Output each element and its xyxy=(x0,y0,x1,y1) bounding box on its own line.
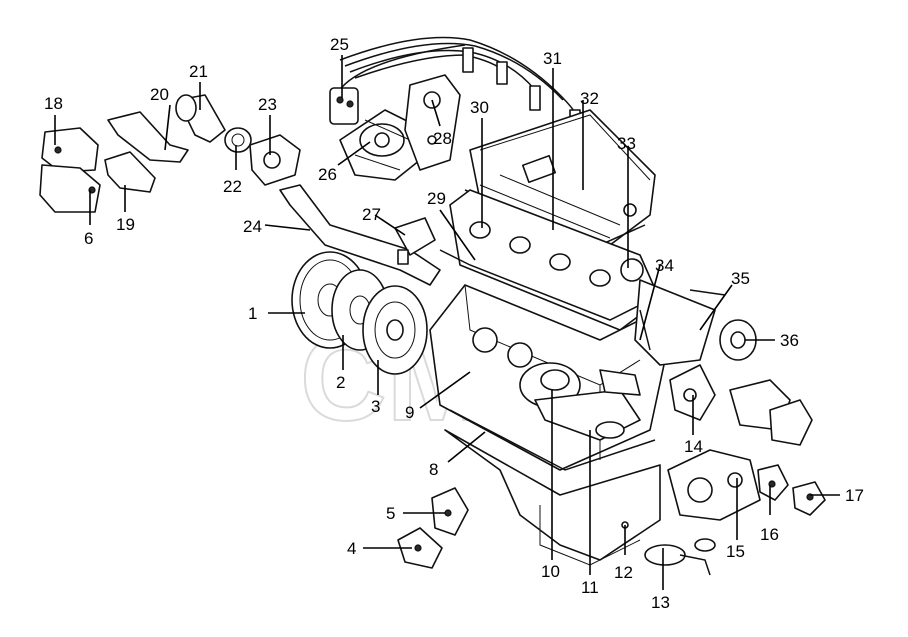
oil-pump[interactable] xyxy=(667,449,761,521)
callout-18: 18 xyxy=(44,94,63,113)
engine-mount-5[interactable] xyxy=(431,487,469,536)
engine-mount-16[interactable] xyxy=(757,464,789,501)
callout-5: 5 xyxy=(386,504,395,523)
callout-16: 16 xyxy=(760,525,779,544)
callout-35: 35 xyxy=(731,269,750,288)
callout-21: 21 xyxy=(189,62,208,81)
callout-23: 23 xyxy=(258,95,277,114)
heat-shield-lower[interactable] xyxy=(39,164,101,213)
distributor[interactable] xyxy=(339,109,421,181)
oil-pan-gasket xyxy=(449,409,656,471)
callout-8: 8 xyxy=(429,460,438,479)
callout-34: 34 xyxy=(655,256,674,275)
callout-26: 26 xyxy=(318,165,337,184)
water-pump[interactable] xyxy=(669,364,716,421)
sensor[interactable] xyxy=(394,217,436,265)
camshaft-pulley[interactable] xyxy=(719,319,757,361)
callout-22: 22 xyxy=(223,177,242,196)
callout-12: 12 xyxy=(614,563,633,582)
callout-2: 2 xyxy=(336,373,345,392)
callout-29: 29 xyxy=(427,189,446,208)
callout-11: 11 xyxy=(581,578,599,597)
callout-4: 4 xyxy=(347,539,356,558)
pressure-plate[interactable] xyxy=(362,285,428,375)
callout-31: 31 xyxy=(543,49,562,68)
callout-17: 17 xyxy=(845,486,864,505)
callout-36: 36 xyxy=(780,331,799,350)
callout-25: 25 xyxy=(330,35,349,54)
heat-shield-upper[interactable] xyxy=(41,127,99,173)
engine-bracket[interactable] xyxy=(107,111,189,163)
callout-13: 13 xyxy=(651,593,670,612)
callout-33: 33 xyxy=(617,134,636,153)
lower-timing-cover[interactable] xyxy=(729,379,813,446)
callout-27: 27 xyxy=(362,205,381,224)
callout-9: 9 xyxy=(405,403,414,422)
callout-28: 28 xyxy=(433,129,452,148)
callout-20: 20 xyxy=(150,85,169,104)
callout-15: 15 xyxy=(726,542,745,561)
callout-32: 32 xyxy=(580,89,599,108)
callout-30: 30 xyxy=(470,98,489,117)
callout-10: 10 xyxy=(541,562,560,581)
thermostat[interactable] xyxy=(224,127,252,153)
callout-14: 14 xyxy=(684,437,703,456)
oil-pump-assembly[interactable] xyxy=(519,362,641,441)
distributor-bracket[interactable] xyxy=(404,74,461,171)
thermostat-housing[interactable] xyxy=(249,134,301,186)
head-gasket[interactable] xyxy=(439,249,641,321)
callout-6: 6 xyxy=(84,229,93,248)
timing-belt-cover[interactable] xyxy=(634,279,726,366)
mount-bracket[interactable] xyxy=(104,151,156,193)
callout-24: 24 xyxy=(243,217,262,236)
callout-19: 19 xyxy=(116,215,135,234)
callout-3: 3 xyxy=(371,397,380,416)
oil-strainer[interactable] xyxy=(644,538,716,576)
engine-mount-17[interactable] xyxy=(792,481,826,516)
cylinder-head[interactable] xyxy=(449,189,661,331)
leader-lines xyxy=(54,55,840,590)
callout-1: 1 xyxy=(248,304,257,323)
callout-labels: 1 2 3 4 5 6 8 9 10 11 12 13 14 15 16 17 … xyxy=(44,35,864,612)
engine-mount-4[interactable] xyxy=(397,527,443,569)
